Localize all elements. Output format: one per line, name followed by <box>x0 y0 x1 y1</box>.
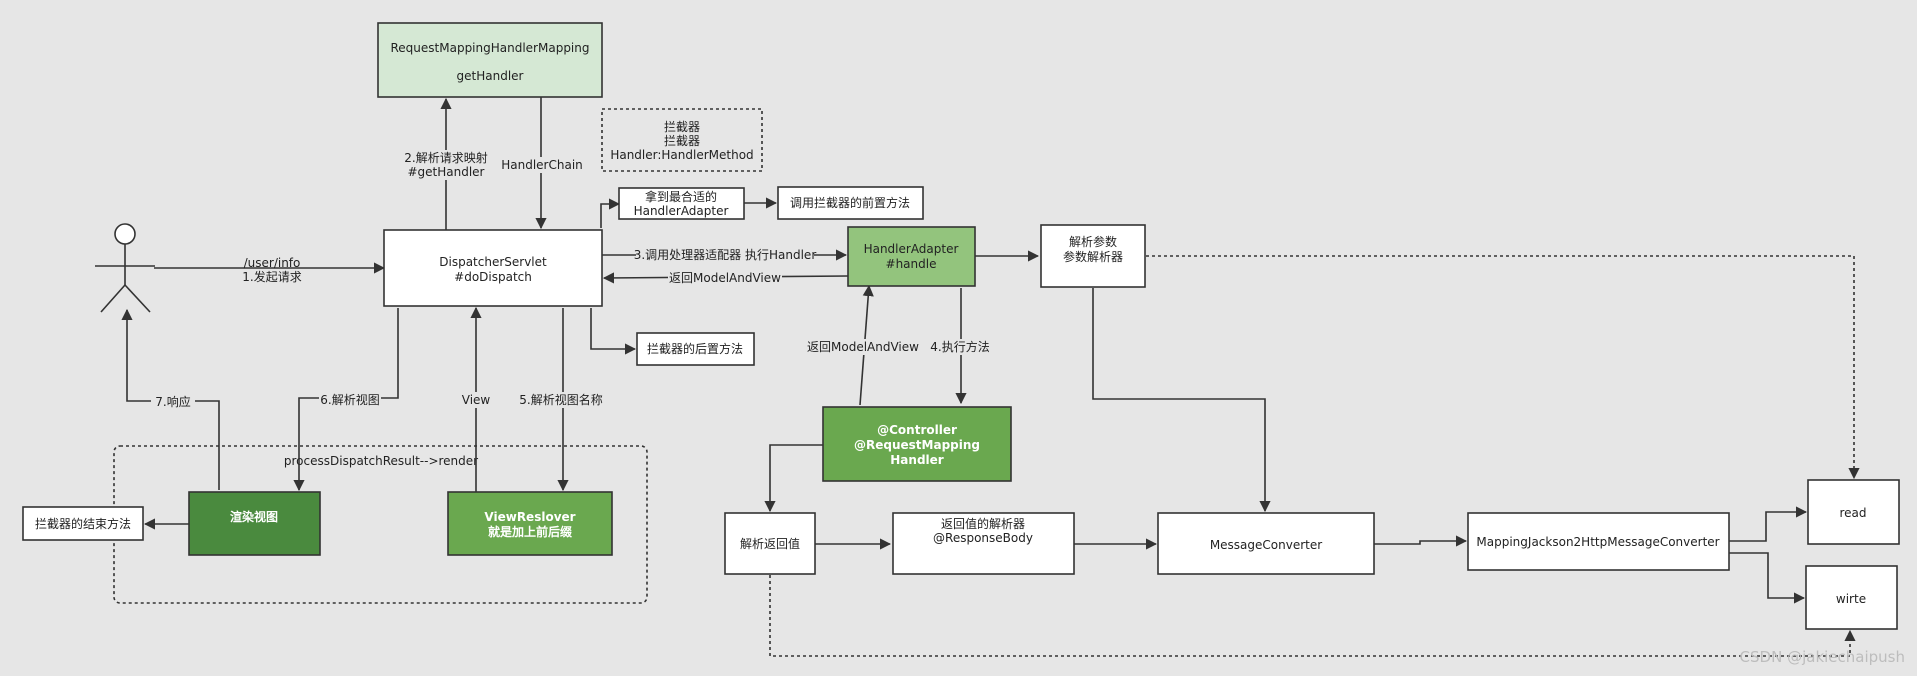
node-interceptor-note: 拦截器 拦截器 Handler:HandlerMethod <box>601 108 763 172</box>
svg-text:拦截器的结束方法: 拦截器的结束方法 <box>35 516 131 531</box>
edge-label-view: View <box>462 393 491 407</box>
node-write: wirte <box>1805 565 1898 630</box>
node-view-resolver: ViewReslover 就是加上前后缀 <box>447 491 613 556</box>
svg-text:调用拦截器的前置方法: 调用拦截器的前置方法 <box>790 195 910 210</box>
svg-text:参数解析器: 参数解析器 <box>1063 249 1123 264</box>
edge-arg-to-converter <box>1092 288 1271 513</box>
svg-text:拦截器: 拦截器 <box>664 120 700 134</box>
node-render-view: 渲染视图 <box>188 491 321 556</box>
svg-text:#doDispatch: #doDispatch <box>454 270 532 284</box>
node-arg-resolver: 解析参数 参数解析器 <box>1040 224 1146 288</box>
node-message-converter: MessageConverter <box>1157 512 1375 575</box>
user-actor-icon <box>95 223 155 313</box>
svg-text:渲染视图: 渲染视图 <box>230 509 278 524</box>
edge-label-handler-chain: HandlerChain <box>501 158 583 172</box>
svg-text:getHandler: getHandler <box>457 69 524 83</box>
edge-label-return-mav: 返回ModelAndView <box>669 271 781 285</box>
edge-return-to-write <box>769 575 1856 657</box>
edge-label-request: 1.发起请求 <box>242 269 301 284</box>
watermark: CSDN @jakiechaipush <box>1740 648 1905 666</box>
edge-label-request-url: /user/info <box>244 256 301 270</box>
svg-text:DispatcherServlet: DispatcherServlet <box>439 255 547 269</box>
edge-get-adapter <box>600 198 621 228</box>
render-group-label: processDispatchResult-->render <box>284 454 478 468</box>
svg-text:返回值的解析器: 返回值的解析器 <box>941 516 1025 531</box>
node-pre-method: 调用拦截器的前置方法 <box>777 186 924 220</box>
svg-text:wirte: wirte <box>1836 592 1866 606</box>
node-completion-method: 拦截器的结束方法 <box>22 506 144 541</box>
node-best-adapter: 拿到最合适的 HandlerAdapter <box>618 187 745 220</box>
edge-label-response: 7.响应 <box>155 394 190 409</box>
svg-text:Handler:HandlerMethod: Handler:HandlerMethod <box>610 148 753 162</box>
svg-text:@Controller: @Controller <box>877 423 957 437</box>
edge-read <box>1729 506 1808 542</box>
svg-text:拿到最合适的: 拿到最合适的 <box>645 189 717 204</box>
node-controller-handler: @Controller @RequestMapping Handler <box>822 406 1012 482</box>
svg-text:@ResponseBody: @ResponseBody <box>933 531 1033 545</box>
svg-text:ViewReslover: ViewReslover <box>484 510 575 524</box>
svg-text:解析参数: 解析参数 <box>1069 234 1117 249</box>
node-return-resolver: 返回值的解析器 @ResponseBody <box>892 512 1075 575</box>
node-post-method: 拦截器的后置方法 <box>636 332 755 366</box>
svg-text:RequestMappingHandlerMapping: RequestMappingHandlerMapping <box>391 41 590 55</box>
node-jackson-converter: MappingJackson2HttpMessageConverter <box>1467 512 1730 571</box>
edge-label-call-adapter: 3.调用处理器适配器 执行Handler <box>634 248 817 262</box>
svg-text:Handler: Handler <box>890 453 944 467</box>
svg-text:read: read <box>1839 506 1866 520</box>
svg-text:解析返回值: 解析返回值 <box>740 536 800 551</box>
edge-arg-to-read <box>1146 255 1860 480</box>
edge-label-parse-view: 6.解析视图 <box>320 392 379 407</box>
svg-text:拦截器: 拦截器 <box>664 134 700 148</box>
node-dispatcher-servlet: DispatcherServlet #doDispatch <box>383 229 603 307</box>
svg-text:#handle: #handle <box>886 257 937 271</box>
svg-text:@RequestMapping: @RequestMapping <box>854 438 980 452</box>
edge-write <box>1729 552 1806 604</box>
svg-text:HandlerAdapter: HandlerAdapter <box>634 204 729 218</box>
svg-text:MessageConverter: MessageConverter <box>1210 538 1322 552</box>
svg-text:HandlerAdapter: HandlerAdapter <box>864 242 959 256</box>
edge-label-get-handler: #getHandler <box>407 165 484 179</box>
edge-label-resolve-view-name: 5.解析视图名称 <box>519 392 602 407</box>
node-handler-mapping: RequestMappingHandlerMapping getHandler <box>377 22 603 98</box>
node-handler-adapter: HandlerAdapter #handle <box>847 226 976 287</box>
svg-text:MappingJackson2HttpMessageConv: MappingJackson2HttpMessageConverter <box>1476 535 1719 549</box>
edge-label-return-mav-2: 返回ModelAndView <box>807 340 919 354</box>
svg-text:就是加上前后缀: 就是加上前后缀 <box>488 524 573 539</box>
svg-text:拦截器的后置方法: 拦截器的后置方法 <box>647 341 743 356</box>
edge-jackson <box>1374 535 1468 547</box>
node-read: read <box>1807 479 1900 545</box>
node-return-parse: 解析返回值 <box>724 512 816 575</box>
render-group <box>113 445 648 604</box>
edge-label-execute: 4.执行方法 <box>930 339 989 354</box>
edge-post-method <box>590 308 637 355</box>
edge-label-parse-mapping: 2.解析请求映射 <box>404 150 487 165</box>
edge-return-parse <box>764 444 823 513</box>
